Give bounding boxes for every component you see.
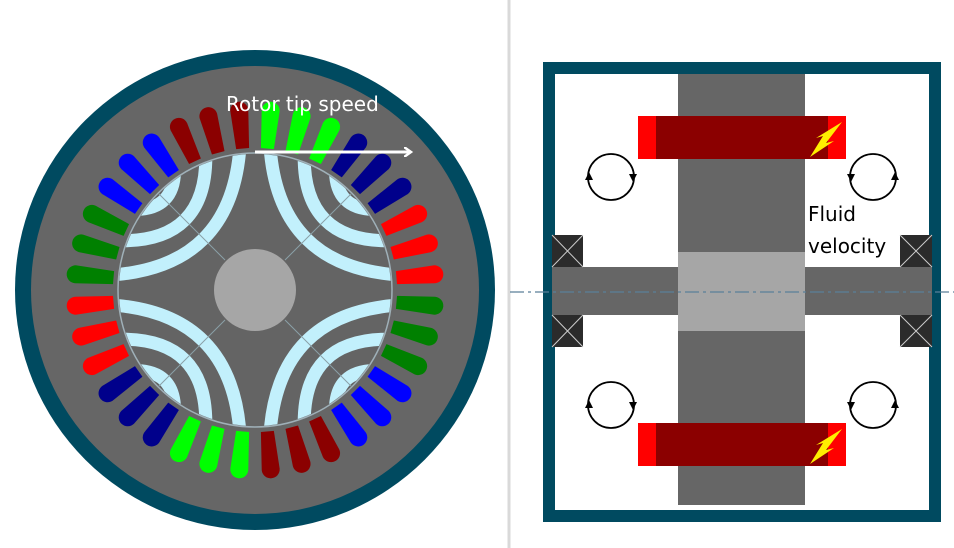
rotor-tip-speed-label: Rotor tip speed (226, 92, 379, 116)
circulation-icon (847, 381, 899, 429)
shaft-left (552, 267, 678, 315)
stator-winding-top (638, 116, 846, 159)
stator-slot-coil (380, 204, 428, 236)
stator-slot-coil (142, 402, 179, 447)
fluid-velocity-label-line2: velocity (808, 234, 886, 258)
axial-section: Fluid velocity (510, 62, 954, 522)
stator-slot-coil (230, 101, 250, 150)
fluid-velocity-label-line1: Fluid (808, 202, 856, 226)
barrier-rib (154, 189, 226, 261)
stator-slot-coil (367, 366, 412, 403)
stator-slot-coil (309, 415, 341, 463)
stator-slot-coil (72, 234, 120, 260)
stator-winding-bottom (638, 423, 846, 466)
hotspot-icon (810, 122, 842, 157)
stator-slot-coil (331, 402, 368, 447)
stator-slot-coil (82, 204, 130, 236)
stator-slot-coil (230, 430, 250, 479)
stator-slot-coil (169, 415, 201, 463)
barrier-rib (284, 319, 356, 391)
stator-slot-coil (285, 107, 311, 155)
stator-slot-coil (66, 265, 115, 285)
circulation-icon (585, 381, 637, 429)
bearing-right-bottom (899, 314, 933, 348)
stator-slot-coil (199, 425, 225, 473)
stator-slot-coil (66, 295, 115, 315)
circulation-icon (847, 153, 899, 201)
bearing-left-bottom (551, 314, 584, 348)
rotor-shaft (214, 249, 296, 331)
hotspot-icon (810, 429, 842, 464)
stator-slots (66, 101, 444, 479)
bearing-right-top (899, 234, 933, 268)
stator-slot-coil (390, 234, 438, 260)
stator-slot-coil (118, 385, 160, 427)
stator-slot-coil (395, 295, 444, 315)
stator-slot-coil (285, 425, 311, 473)
bearing-left-top (551, 234, 584, 268)
stator-slot-coil (98, 177, 143, 214)
stator-slot-coil (380, 344, 428, 376)
stator-slot-coil (350, 153, 392, 195)
barrier-rib (154, 319, 226, 391)
stator-slot-coil (72, 320, 120, 346)
stator-slot-coil (260, 101, 280, 150)
stator-slot-coil (395, 265, 444, 285)
stator-slot-coil (142, 133, 179, 178)
stator-slot-coil (367, 177, 412, 214)
barrier-rib (284, 189, 356, 261)
circulation-icon (585, 153, 637, 201)
stator-slot-coil (331, 133, 368, 178)
shaft-right (805, 267, 932, 315)
stator-slot-coil (118, 153, 160, 195)
stator-slot-coil (169, 117, 201, 165)
stator-slot-coil (390, 320, 438, 346)
stator-slot-coil (350, 385, 392, 427)
stator-slot-coil (98, 366, 143, 403)
motor-cross-section (15, 50, 495, 530)
stator-slot-coil (260, 430, 280, 479)
stator-slot-coil (82, 344, 130, 376)
stator-slot-coil (199, 107, 225, 155)
